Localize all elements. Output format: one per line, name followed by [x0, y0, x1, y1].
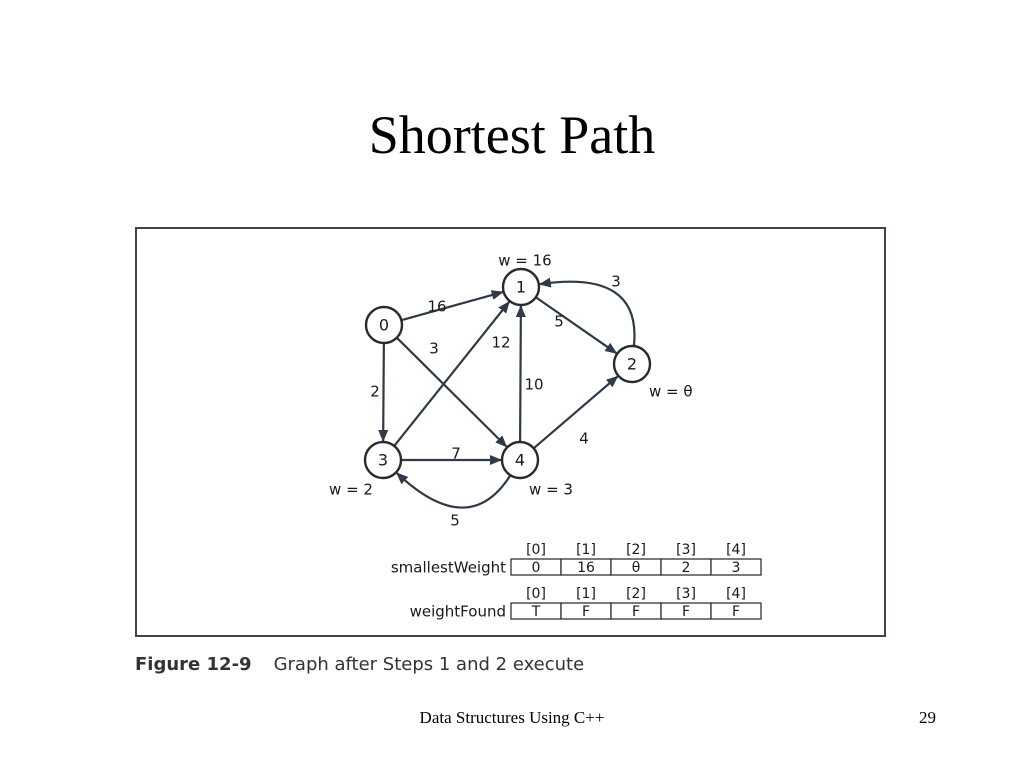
node-weight-label: w = 3	[529, 481, 573, 499]
array-value: F	[682, 604, 690, 620]
array-index: [1]	[576, 542, 596, 558]
tables-layer: smallestWeight [0] [1] [2] [3] [4] 0 16 θ 2 3 weigh…	[391, 542, 762, 621]
node-weight-label: w = 2	[329, 481, 373, 499]
node-circle	[363, 440, 403, 480]
page-number: 29	[919, 708, 936, 727]
array-index: [2]	[626, 542, 646, 558]
graph-node-3: 3 w = 2	[329, 440, 403, 499]
edge-weight-3-to-4: 7	[451, 445, 461, 463]
array-cell	[710, 602, 762, 620]
array-index: [4]	[726, 542, 746, 558]
edge-weight-0-to-1: 16	[427, 298, 446, 316]
figure-caption-label: Figure 12-9	[135, 654, 252, 675]
array-index: [0]	[526, 542, 546, 558]
array-value: F	[582, 604, 590, 620]
array-index: [1]	[576, 586, 596, 602]
graph-node-0: 0	[364, 305, 404, 345]
slide-title: Shortest Path	[368, 105, 656, 165]
edge-0-to-4	[396, 336, 508, 448]
edge-weight-2-to-1: 3	[611, 273, 621, 291]
edge-4-to-1	[515, 304, 526, 443]
edge-weight-4-to-1: 10	[524, 376, 543, 394]
array-weightFound: weightFound [0] [1] [2] [3] [4] T F F F F	[410, 586, 762, 621]
node-label: 4	[515, 451, 525, 470]
node-circle	[364, 305, 404, 345]
node-label: 2	[627, 355, 637, 374]
edge-1-to-2	[535, 296, 618, 355]
array-value: T	[531, 604, 541, 620]
array-name: weightFound	[410, 603, 506, 621]
edge-0-to-3	[378, 342, 389, 443]
node-label: 0	[379, 316, 389, 335]
edge-0-to-1	[401, 290, 504, 322]
node-weight-label: w = θ	[649, 383, 693, 401]
array-value: F	[632, 604, 640, 620]
slide-footer: Data Structures Using C++	[419, 708, 605, 727]
array-cell	[710, 558, 762, 576]
graph-node-2: 2 w = θ	[612, 344, 693, 401]
figure-caption-text: Graph after Steps 1 and 2 execute	[273, 654, 585, 675]
node-label: 1	[516, 278, 526, 297]
node-circle	[500, 440, 540, 480]
array-index: [0]	[526, 586, 546, 602]
edge-4-to-2	[532, 375, 619, 450]
node-label: 3	[378, 451, 388, 470]
array-index: [4]	[726, 586, 746, 602]
node-circle	[612, 344, 652, 384]
edge-weight-3-to-1: 12	[491, 334, 510, 352]
array-name: smallestWeight	[391, 559, 506, 577]
graph-node-4: 4w = 3	[500, 440, 573, 499]
array-value: 16	[577, 560, 595, 576]
edge-weight-0-to-4: 3	[429, 340, 439, 358]
node-weight-label: w = 16	[498, 252, 551, 270]
edge-weight-1-to-2: 5	[554, 313, 564, 331]
edge-weight-4-to-2: 4	[579, 430, 589, 448]
array-value: 3	[732, 560, 741, 576]
array-value: θ	[632, 560, 641, 576]
edge-3-to-1	[393, 301, 511, 447]
edge-2-to-1	[538, 277, 636, 347]
array-index: [2]	[626, 586, 646, 602]
array-value: F	[732, 604, 740, 620]
node-circle	[501, 267, 541, 307]
array-value: 2	[682, 560, 691, 576]
array-smallestWeight: smallestWeight [0] [1] [2] [3] [4] 0 16 θ 2 3	[391, 542, 762, 577]
array-index: [3]	[676, 542, 696, 558]
figure-caption: Figure 12-9 Graph after Steps 1 and 2 exe…	[135, 654, 584, 675]
edge-4-to-3	[396, 472, 512, 509]
array-value: 0	[532, 560, 541, 576]
array-index: [3]	[676, 586, 696, 602]
edge-weight-0-to-3: 2	[370, 383, 380, 401]
graph-node-1: 1 w = 16	[498, 252, 552, 307]
edge-weight-4-to-3: 5	[450, 512, 460, 530]
